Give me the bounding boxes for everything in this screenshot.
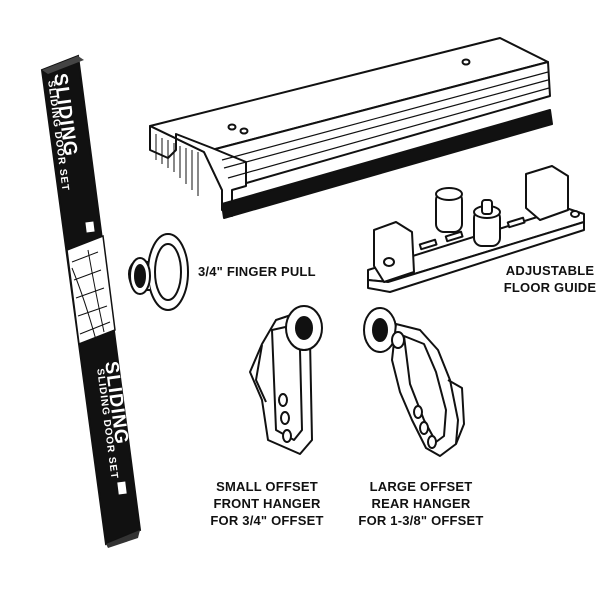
track-rail <box>149 37 553 219</box>
large-hanger-label-line2: REAR HANGER <box>371 496 471 511</box>
large-hanger-label: LARGE OFFSET REAR HANGER FOR 1-3/8" OFFS… <box>346 478 496 529</box>
floor-guide-label-line1: ADJUSTABLE <box>505 263 595 278</box>
floor-guide-label-line2: FLOOR GUIDE <box>503 280 597 295</box>
small-hanger-label: SMALL OFFSET FRONT HANGER FOR 3/4" OFFSE… <box>202 478 332 529</box>
large-hanger-label-line3: FOR 1-3/8" OFFSET <box>358 513 484 528</box>
small-hanger-label-line2: FRONT HANGER <box>213 496 321 511</box>
small-hanger-label-line1: SMALL OFFSET <box>216 479 318 494</box>
floor-guide-part <box>367 165 585 293</box>
small-hanger-label-line3: FOR 3/4" OFFSET <box>210 513 324 528</box>
floor-guide-label: ADJUSTABLE FLOOR GUIDE <box>494 262 606 296</box>
finger-pull-part <box>128 233 189 311</box>
large-hanger-label-line1: LARGE OFFSET <box>369 479 473 494</box>
package-box <box>40 54 142 548</box>
large-offset-hanger-part <box>363 307 465 457</box>
small-offset-hanger-part <box>249 305 323 455</box>
finger-pull-label: 3/4" FINGER PULL <box>198 264 316 279</box>
